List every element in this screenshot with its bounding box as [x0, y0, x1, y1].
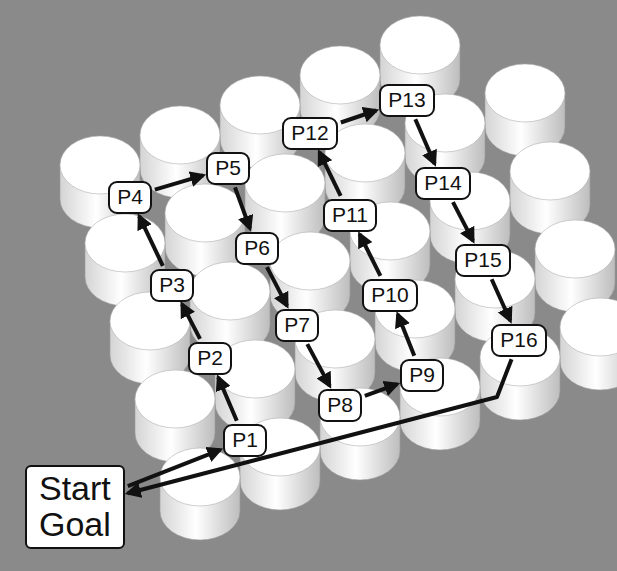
waypoint-box: P11	[323, 199, 377, 232]
path-arrow	[415, 119, 434, 163]
waypoint-box: P3	[150, 269, 194, 302]
path-arrow	[267, 267, 287, 306]
path-arrow	[235, 187, 250, 228]
node-label: P15	[464, 249, 501, 271]
cylinder-top	[245, 154, 325, 212]
path-arrow	[453, 202, 473, 241]
node-label: P3	[159, 274, 185, 296]
waypoint-box: P12	[282, 117, 338, 150]
cylinder-top	[380, 16, 460, 74]
cylinder-top	[300, 46, 380, 104]
path-arrow	[319, 152, 340, 196]
waypoint-box: P6	[235, 232, 279, 265]
waypoint-box: P16	[491, 324, 547, 357]
node-label: P13	[388, 89, 425, 111]
waypoint-box: P9	[400, 359, 444, 392]
waypoint-box: P13	[379, 84, 435, 117]
path-arrow	[492, 279, 511, 321]
path-arrow	[398, 314, 415, 355]
path-arrow	[365, 384, 397, 396]
cylinder-top	[485, 64, 565, 122]
path-arrow	[139, 216, 163, 266]
cylinder-top	[85, 214, 165, 272]
node-label: P1	[232, 429, 258, 451]
cylinder-top	[535, 220, 615, 278]
cylinder-top	[270, 232, 350, 290]
node-label: Start	[39, 471, 111, 507]
path-arrow	[341, 110, 376, 122]
waypoint-box: P2	[188, 342, 232, 375]
path-arrow	[218, 377, 237, 420]
node-label: P6	[244, 237, 270, 259]
cylinder-top	[135, 370, 215, 428]
node-label: P5	[215, 157, 241, 179]
node-label: P12	[291, 122, 328, 144]
waypoint-box: P10	[362, 279, 418, 312]
node-label: P7	[284, 314, 310, 336]
waypoint-box: P14	[415, 167, 471, 200]
waypoint-box: P15	[455, 244, 511, 277]
node-label: P9	[409, 364, 435, 386]
node-label: P14	[424, 172, 461, 194]
node-label: P4	[117, 186, 143, 208]
waypoint-box: P5	[206, 152, 250, 185]
node-label: P11	[332, 204, 368, 226]
node-label: P16	[500, 329, 537, 351]
cylinder-top	[560, 298, 617, 356]
path-arrow	[182, 304, 200, 339]
cylinder	[560, 298, 617, 390]
node-label: P8	[327, 394, 353, 416]
node-label: P2	[197, 347, 223, 369]
path-arrow	[155, 175, 203, 189]
cylinder-top	[190, 262, 270, 320]
path-arrow	[360, 234, 381, 276]
node-label: Goal	[39, 507, 111, 543]
start-goal-box: StartGoal	[25, 465, 125, 549]
cylinder-top	[400, 358, 480, 416]
waypoint-box: P4	[108, 181, 152, 214]
path-arrow	[307, 344, 329, 386]
waypoint-box: P8	[318, 389, 362, 422]
cylinder-top	[510, 142, 590, 200]
node-label: P10	[371, 284, 408, 306]
waypoint-box: P1	[223, 424, 267, 457]
waypoint-box: P7	[275, 309, 319, 342]
path-arrow	[128, 359, 512, 493]
cylinder-top	[165, 184, 245, 242]
cylinder	[160, 448, 240, 540]
